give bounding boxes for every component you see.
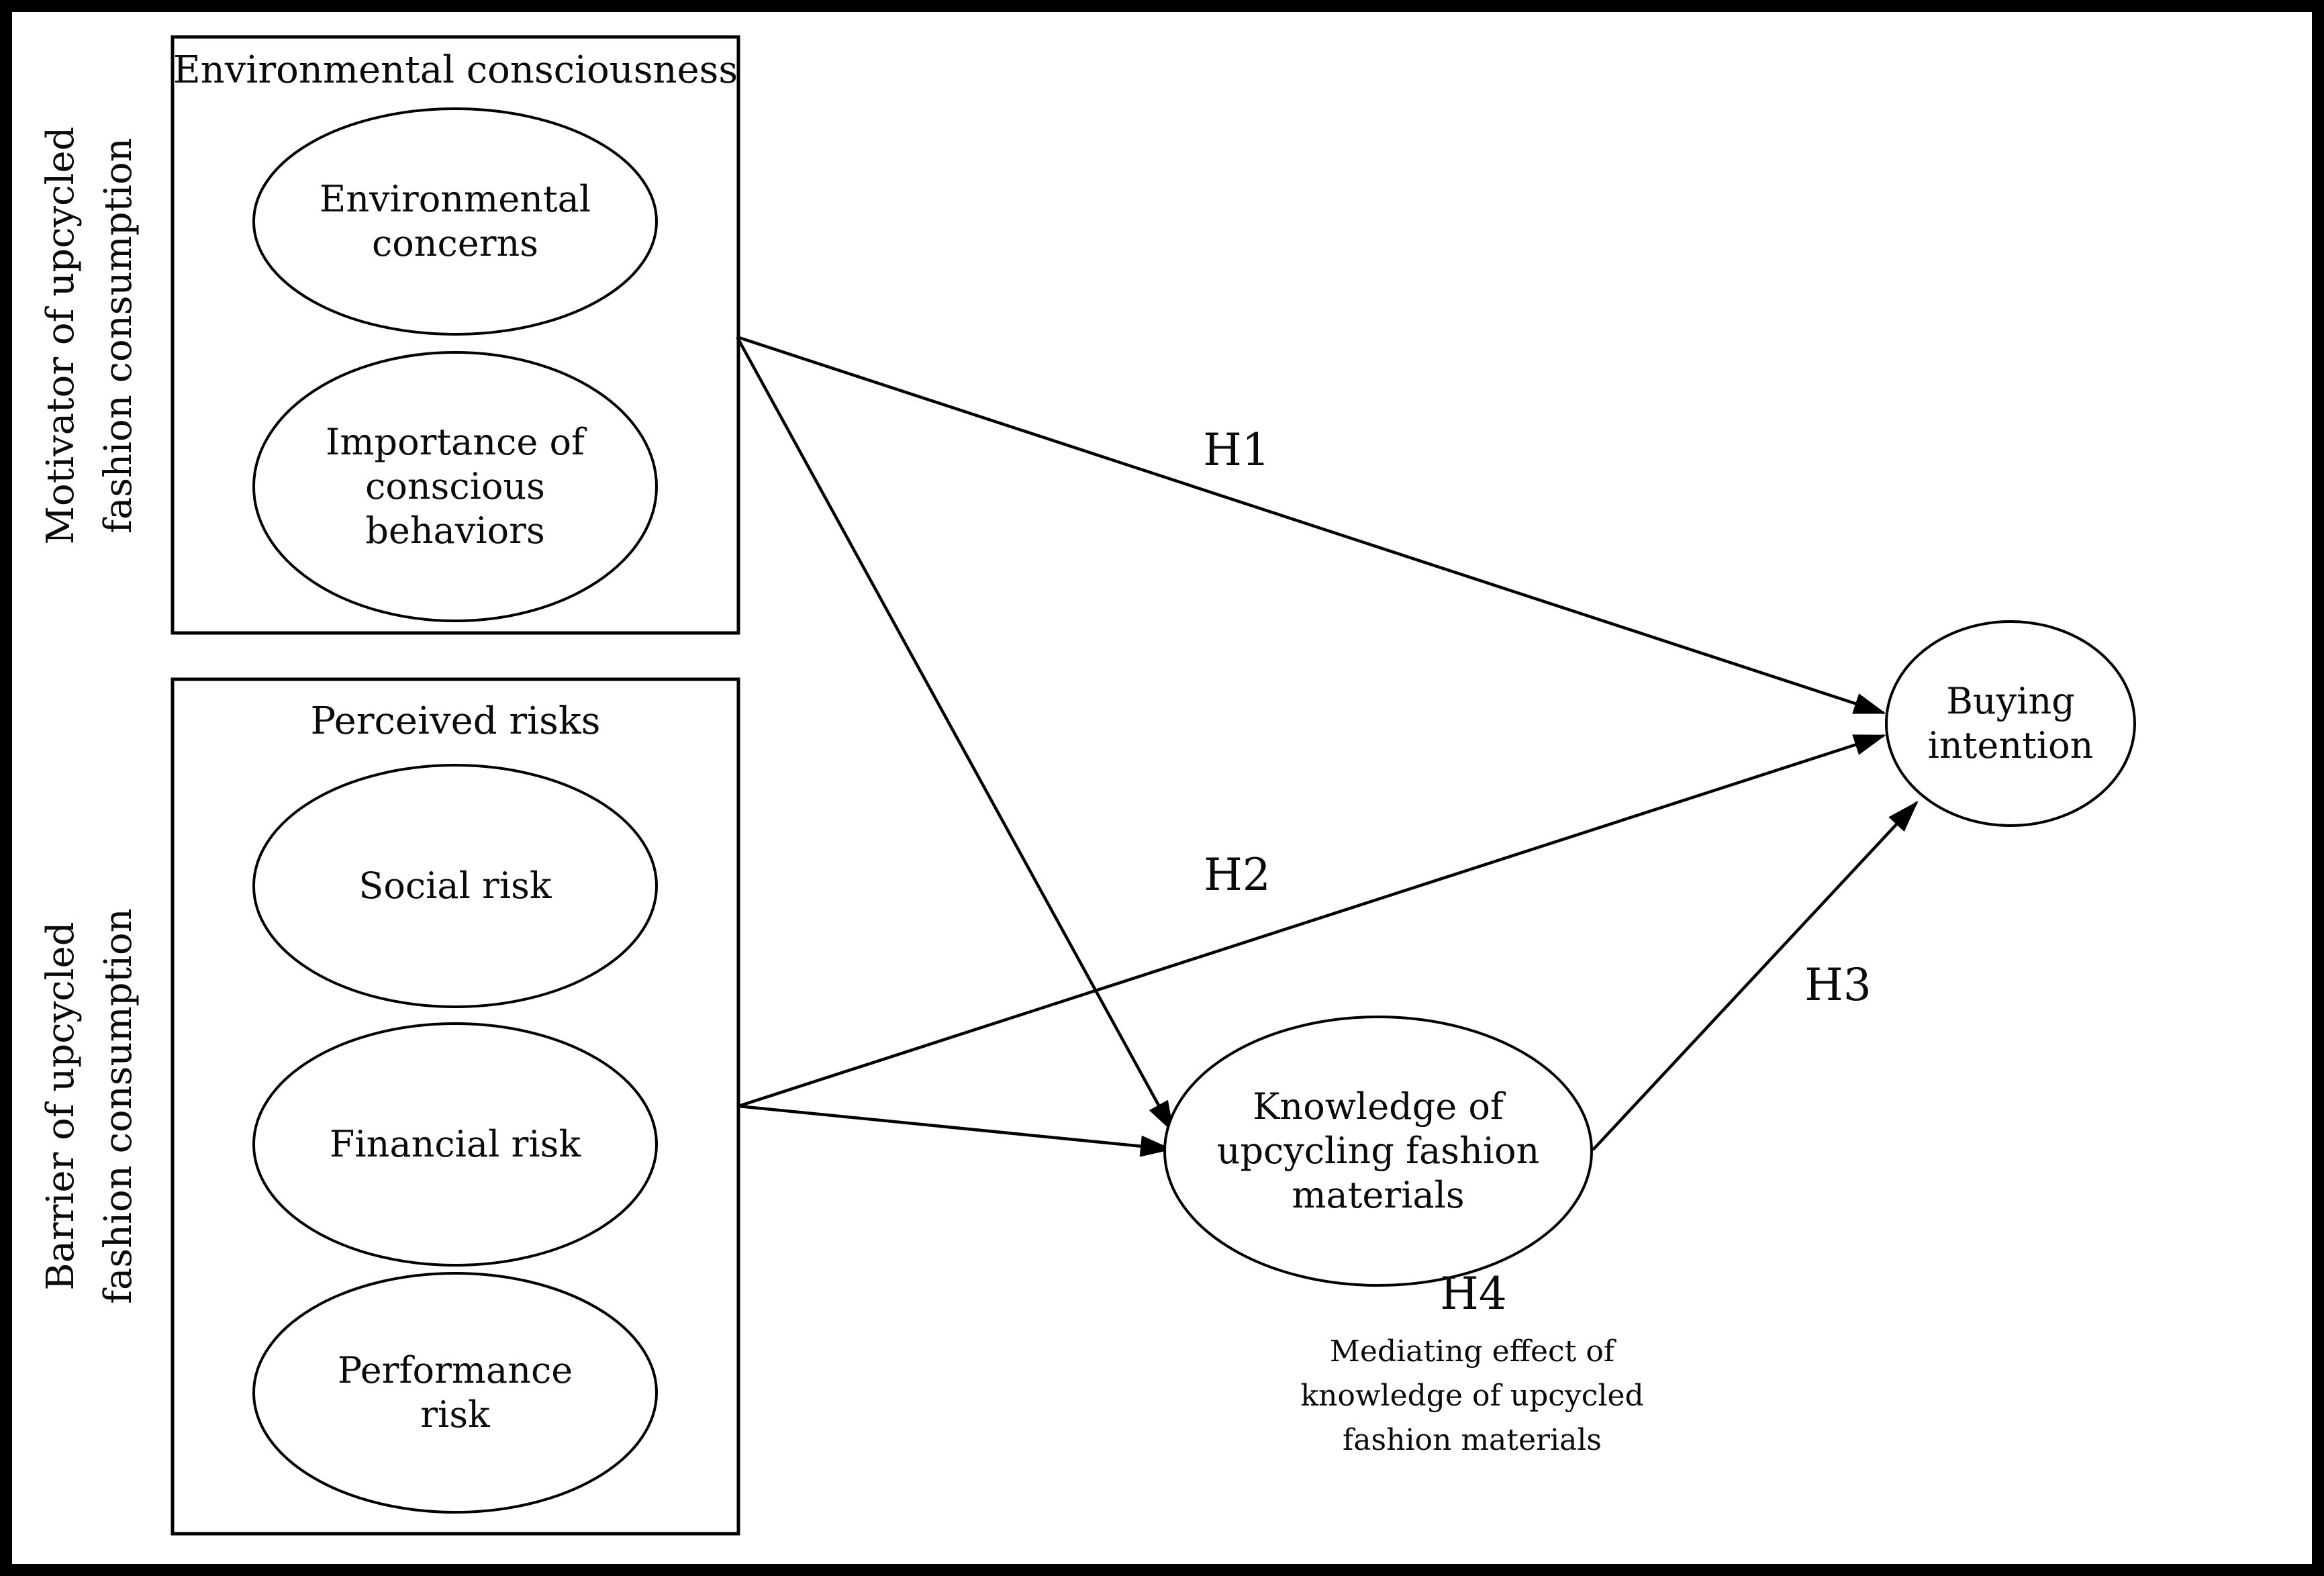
label-knowledge-upcycling: Knowledge of upcycling fashion materials [1216,1085,1540,1216]
ellipse-importance-conscious-behaviors [252,351,658,622]
arrow-h1-env-to-buying [736,335,1886,715]
label-environmental-concerns: Environmental concerns [319,178,591,264]
ellipse-buying-intention [1885,620,2136,827]
ellipse-environmental-concerns [252,107,658,336]
side-label-barrier: Barrier of upcycled fashion consumption [39,908,140,1304]
ellipse-social-risk [252,764,658,1008]
label-financial-risk: Financial risk [329,1123,581,1165]
label-h1: H1 [1203,424,1270,476]
ellipse-financial-risk [252,1022,658,1267]
box-title-environmental-consciousness: Environmental consciousness [173,48,738,92]
box-title-perceived-risks: Perceived risks [310,699,601,743]
arrow-h2-risks-to-buying [738,734,1886,1108]
label-performance-risk: Performance risk [337,1349,573,1436]
mediation-note: Mediating effect of knowledge of upcycle… [1300,1334,1644,1457]
label-h3: H3 [1804,959,1872,1011]
arrow-risks-to-knowledge [738,1104,1173,1157]
arrow-env-to-knowledge [736,336,1174,1134]
label-buying-intention: Buying intention [1927,680,2094,767]
label-importance-conscious-behaviors: Importance of conscious behaviors [326,421,585,552]
label-h4: H4 [1440,1268,1507,1320]
arrow-h3-knowledge-to-buying [1592,801,1919,1151]
ellipse-knowledge-upcycling [1163,1016,1593,1287]
ellipse-performance-risk [252,1272,658,1514]
environmental-consciousness-box [171,35,740,635]
side-label-motivator: Motivator of upcycled fashion consumptio… [39,126,140,545]
label-h2: H2 [1204,849,1271,901]
label-social-risk: Social risk [358,865,552,907]
